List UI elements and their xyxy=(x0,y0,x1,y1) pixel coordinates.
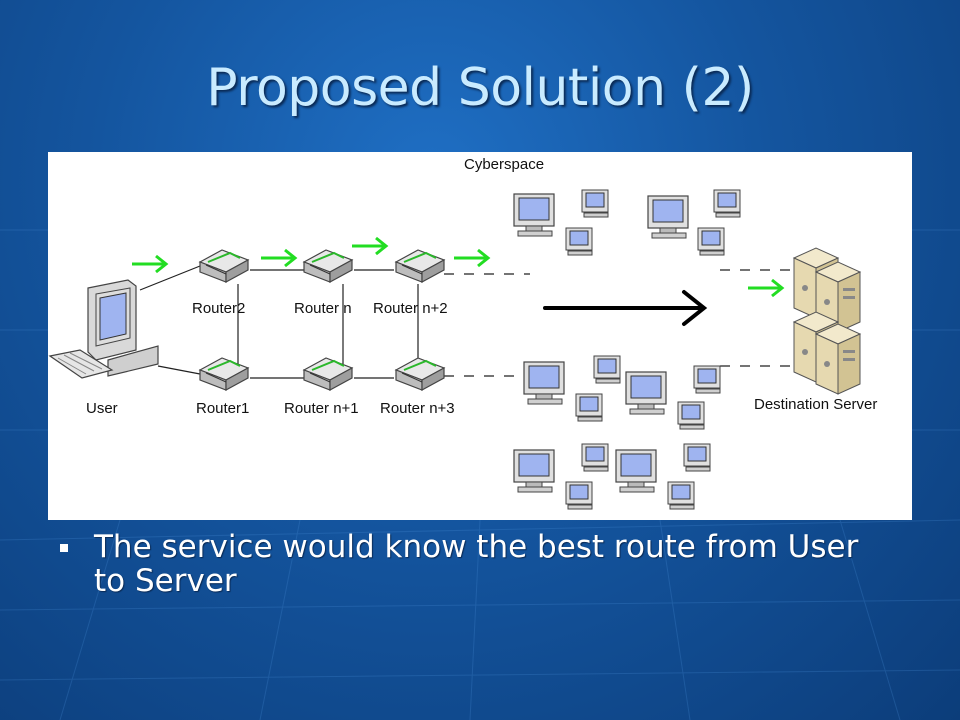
computer-icon xyxy=(697,227,725,256)
flow-arrow-icon xyxy=(452,248,490,268)
computer-icon xyxy=(667,481,695,510)
computer-icon xyxy=(647,195,689,239)
router-icon xyxy=(199,357,249,391)
user-computer-icon xyxy=(48,279,159,379)
router-icon xyxy=(199,249,249,283)
computer-icon xyxy=(713,189,741,218)
router-icon xyxy=(303,249,353,283)
router-n3-label: Router n+3 xyxy=(380,400,455,417)
computer-icon xyxy=(615,449,657,493)
router1-label: Router1 xyxy=(196,400,250,417)
computer-icon xyxy=(513,449,555,493)
router2-label: Router2 xyxy=(192,300,246,317)
computer-icon xyxy=(513,193,555,237)
computer-icon xyxy=(625,371,667,415)
flow-arrow-icon xyxy=(130,254,168,274)
network-links xyxy=(139,265,419,379)
router-icon xyxy=(303,357,353,391)
computer-icon xyxy=(565,227,593,256)
router-icon xyxy=(395,357,445,391)
dashed-links xyxy=(444,269,796,377)
computer-icon xyxy=(677,401,705,430)
router-n-label: Router n xyxy=(294,300,352,317)
flow-arrow-icon xyxy=(746,278,784,298)
router-icon xyxy=(395,249,445,283)
computer-icon xyxy=(523,361,565,405)
bullet-square-icon xyxy=(60,544,68,552)
router-n1-label: Router n+1 xyxy=(284,400,359,417)
slide-title: Proposed Solution (2) xyxy=(206,58,754,118)
diagram-canvas xyxy=(48,189,861,510)
computer-icon xyxy=(683,443,711,472)
router-n2-label: Router n+2 xyxy=(373,300,448,317)
server-icon xyxy=(793,247,861,395)
flow-arrow-icon xyxy=(350,236,388,256)
network-diagram: Cyberspace Router2 Router n Router n+2 U… xyxy=(48,152,912,520)
computer-icon xyxy=(575,393,603,422)
user-label: User xyxy=(86,400,118,417)
computer-icon xyxy=(693,365,721,394)
bullet-text: The service would know the best route fr… xyxy=(94,529,859,599)
destination-server-label: Destination Server xyxy=(754,396,878,413)
cyberspace-label: Cyberspace xyxy=(464,156,545,173)
computer-icon xyxy=(581,189,609,218)
computer-icon xyxy=(565,481,593,510)
computer-icon xyxy=(593,355,621,384)
computer-icon xyxy=(581,443,609,472)
main-route-arrow xyxy=(543,290,708,326)
flow-arrow-icon xyxy=(259,248,297,268)
